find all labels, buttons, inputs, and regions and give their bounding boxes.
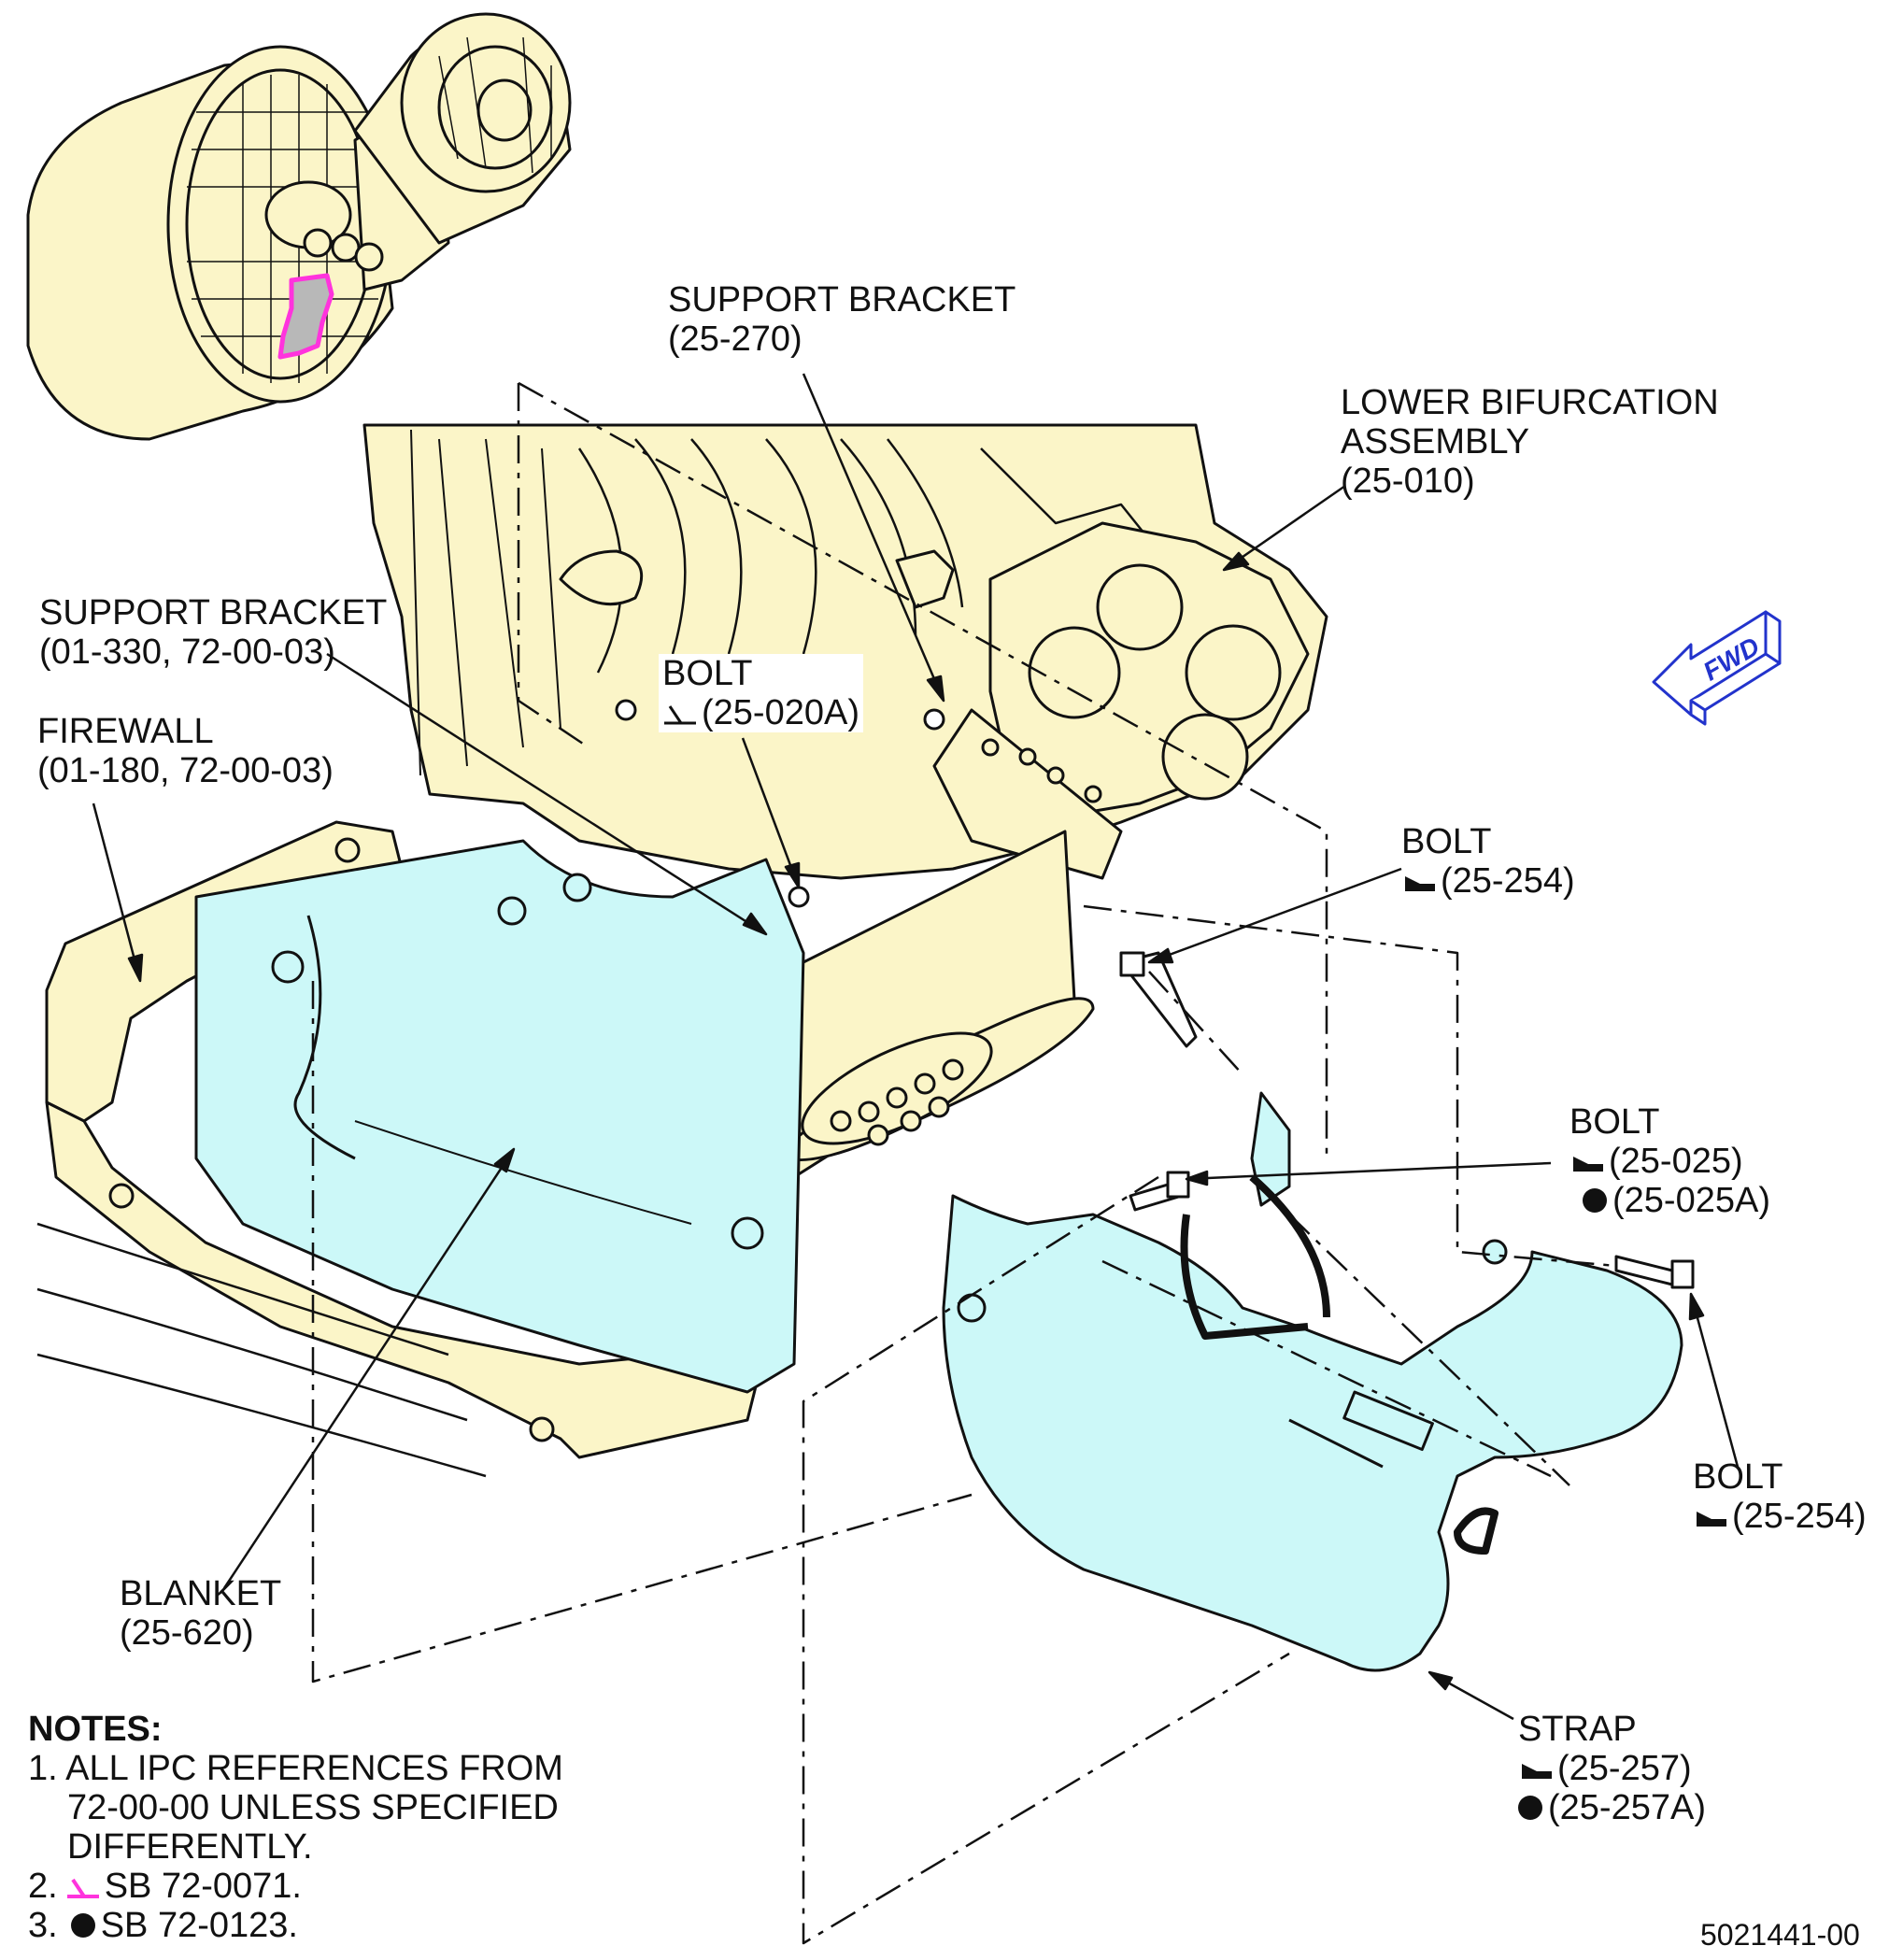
sb-check-icon bbox=[1573, 1157, 1603, 1172]
bolt-020a-label: BOLT (25-020A) bbox=[659, 654, 863, 732]
sb-bullet-icon bbox=[70, 1913, 95, 1938]
firewall-ref: (01-180, 72-00-03) bbox=[37, 751, 334, 790]
notes-title: NOTES: bbox=[28, 1710, 163, 1749]
blanket-label: BLANKET (25-620) bbox=[120, 1574, 281, 1653]
engine-locator-inset bbox=[26, 12, 572, 441]
note-3-text: SB 72-0123. bbox=[100, 1906, 298, 1945]
blanket-title: BLANKET bbox=[120, 1574, 282, 1613]
assembly-lines bbox=[311, 381, 1617, 1945]
firewall-label: FIREWALL (01-180, 72-00-03) bbox=[37, 712, 334, 790]
bolt-254-right-title: BOLT bbox=[1693, 1457, 1783, 1497]
sb-check-icon bbox=[1697, 1512, 1726, 1527]
bolt-254-top-ref: (25-254) bbox=[1441, 861, 1575, 901]
bolt-020a-ref: (25-020A) bbox=[702, 693, 859, 732]
fwd-arrow-icon: FWD bbox=[1652, 610, 1782, 726]
sb-check-icon bbox=[1522, 1764, 1552, 1779]
sb-check-icon bbox=[664, 705, 696, 725]
strap-label: STRAP (25-257) (25-257A) bbox=[1518, 1710, 1706, 1827]
note-1-line1: 1. ALL IPC REFERENCES FROM bbox=[28, 1749, 563, 1788]
lower-bifurcation-ref: (25-010) bbox=[1341, 462, 1475, 501]
bolt-254-top-title: BOLT bbox=[1401, 822, 1492, 861]
blanket-ref: (25-620) bbox=[120, 1613, 254, 1653]
note-2-text: SB 72-0071. bbox=[104, 1867, 302, 1906]
note-3: 3. SB 72-0123. bbox=[28, 1906, 563, 1945]
bolt-025-title: BOLT bbox=[1569, 1102, 1660, 1142]
note-2-number: 2. bbox=[28, 1867, 58, 1906]
bolt-025-ref1: (25-025) bbox=[1609, 1142, 1743, 1181]
sb-bullet-icon bbox=[1583, 1188, 1607, 1213]
note-3-number: 3. bbox=[28, 1906, 58, 1945]
support-bracket-left-title: SUPPORT BRACKET bbox=[39, 593, 388, 632]
sb-magenta-check-icon bbox=[66, 1878, 99, 1898]
strap-ref2: (25-257A) bbox=[1548, 1788, 1706, 1827]
bolt-254-top-label: BOLT (25-254) bbox=[1401, 822, 1575, 901]
firewall-title: FIREWALL bbox=[37, 712, 214, 751]
bolt-020a-title: BOLT bbox=[662, 654, 753, 693]
bolt-025-label: BOLT (25-025) (25-025A) bbox=[1569, 1102, 1770, 1220]
support-bracket-top-label: SUPPORT BRACKET (25-270) bbox=[668, 280, 1016, 359]
support-bracket-top-title: SUPPORT BRACKET bbox=[668, 280, 1016, 320]
lower-bifurcation-line2: ASSEMBLY bbox=[1341, 422, 1530, 462]
bolt-254-right-ref: (25-254) bbox=[1732, 1497, 1867, 1536]
support-bracket-top-ref: (25-270) bbox=[668, 320, 802, 359]
lower-bifurcation-label: LOWER BIFURCATION ASSEMBLY (25-010) bbox=[1341, 383, 1719, 501]
note-1-line2: 72-00-00 UNLESS SPECIFIED bbox=[67, 1788, 559, 1827]
leader-lines bbox=[92, 373, 1740, 1721]
note-1-line3: DIFFERENTLY. bbox=[67, 1827, 313, 1867]
note-2: 2. SB 72-0071. bbox=[28, 1867, 563, 1906]
bolt-254-right-label: BOLT (25-254) bbox=[1693, 1457, 1867, 1536]
strap-ref1: (25-257) bbox=[1557, 1749, 1692, 1788]
strap-part bbox=[942, 1091, 1683, 1672]
notes-block: NOTES: 1. ALL IPC REFERENCES FROM 72-00-… bbox=[28, 1710, 563, 1945]
bolt-025-ref2: (25-025A) bbox=[1612, 1181, 1770, 1220]
lower-bifurcation-assembly bbox=[932, 521, 1310, 880]
vent-panel bbox=[783, 830, 1095, 1179]
figure-number: 5021441-00 bbox=[1700, 1918, 1860, 1952]
sb-check-icon bbox=[1405, 876, 1435, 891]
bolt-hardware bbox=[615, 699, 1695, 1289]
blanket-part bbox=[194, 839, 805, 1394]
support-bracket-left-ref: (01-330, 72-00-03) bbox=[39, 632, 335, 672]
support-bracket-left-label: SUPPORT BRACKET (01-330, 72-00-03) bbox=[39, 593, 387, 672]
lower-bifurcation-line1: LOWER BIFURCATION bbox=[1341, 383, 1719, 422]
strap-title: STRAP bbox=[1518, 1710, 1637, 1749]
sb-bullet-icon bbox=[1518, 1796, 1542, 1820]
